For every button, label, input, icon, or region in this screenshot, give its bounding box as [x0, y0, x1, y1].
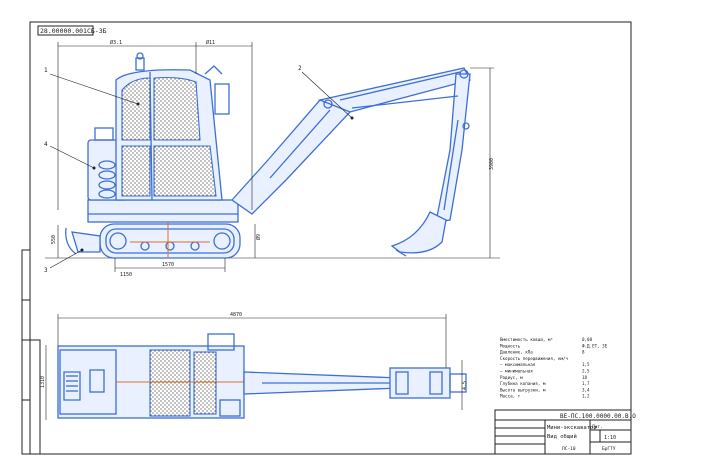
spec-label: Глубина копания, м	[500, 381, 546, 386]
dim-plan-small: 4.5	[462, 381, 468, 390]
sheet-frame	[21, 21, 632, 455]
dim-height-right: 3900	[489, 158, 495, 170]
spec-value: 3,4	[582, 387, 590, 392]
title-scale: 1:10	[604, 435, 616, 441]
dim-small-1: Ø9	[255, 234, 262, 240]
callouts: 1 2 3 4	[44, 65, 354, 274]
spec-value: 2,5	[582, 369, 590, 374]
title-group: ПС-10	[562, 446, 576, 452]
title-doc-code: ВЕ-ПС.100.0000.00.В.О	[560, 413, 636, 420]
spec-label: Радиус, м	[500, 375, 523, 380]
callout-1: 1	[44, 67, 48, 74]
callout-2: 2	[298, 65, 302, 72]
excavator-plan-view: 4870 1310 4.5	[40, 312, 468, 420]
title-block: ВЕ-ПС.100.0000.00.В.О Мини-экскаватор Ви…	[494, 409, 636, 455]
title-name-2: Вид общий	[547, 433, 577, 440]
drawing-code-box: 28.00000.001СБ-ЗБ	[37, 25, 107, 36]
callout-4: 4	[44, 141, 48, 148]
dozer-blade	[65, 227, 101, 255]
spec-label: — минимальная	[500, 369, 533, 374]
callout-3: 3	[44, 267, 48, 274]
spec-label: Давление, кПа	[500, 350, 533, 355]
dim-plan-len: 4870	[230, 312, 242, 318]
title-org: БрГТУ	[602, 446, 616, 452]
spec-label: Высота выгрузки, м	[500, 387, 546, 392]
dim-track-len: 1570	[162, 262, 174, 268]
title-name-1: Мини-экскаватор	[547, 425, 597, 431]
spec-value: 1,2	[582, 394, 590, 399]
dim-left-height: 550	[51, 235, 57, 244]
spec-value: 1,5	[582, 362, 590, 367]
operator-cab	[115, 52, 230, 201]
dim-plan-width: 1310	[40, 376, 46, 388]
side-view-dimensions: Ø3.1 Ø11 3900 550 Ø9 1570 1150	[51, 39, 495, 278]
spec-label: Вместимость ковша, м³	[500, 337, 553, 342]
spec-label: Скорость передвижения, км/ч	[500, 356, 569, 361]
title-sheet-label: Лит.	[592, 424, 603, 430]
spec-label: Мощность	[500, 343, 521, 348]
spec-label: Масса, т	[500, 394, 521, 399]
boom-and-arm	[231, 67, 471, 223]
spec-label: — максимальная	[500, 362, 536, 367]
spec-value: 0,08	[582, 337, 593, 342]
dim-top-right: Ø11	[206, 39, 215, 46]
excavator-side-view: Ø3.1 Ø11 3900 550 Ø9 1570 1150 1 2	[44, 39, 500, 278]
spec-value: 18	[582, 375, 588, 380]
upper-structure	[87, 199, 239, 223]
spec-value: 1,7	[582, 381, 590, 386]
spec-value: Ф.Д.ЕТ, 3Е	[582, 343, 608, 348]
bucket	[390, 211, 447, 257]
dim-top-left: Ø3.1	[110, 39, 122, 46]
dim-track-w: 1150	[120, 272, 132, 278]
drawing-code-text: 28.00000.001СБ-ЗБ	[40, 27, 107, 35]
spec-value: 8	[582, 350, 585, 355]
